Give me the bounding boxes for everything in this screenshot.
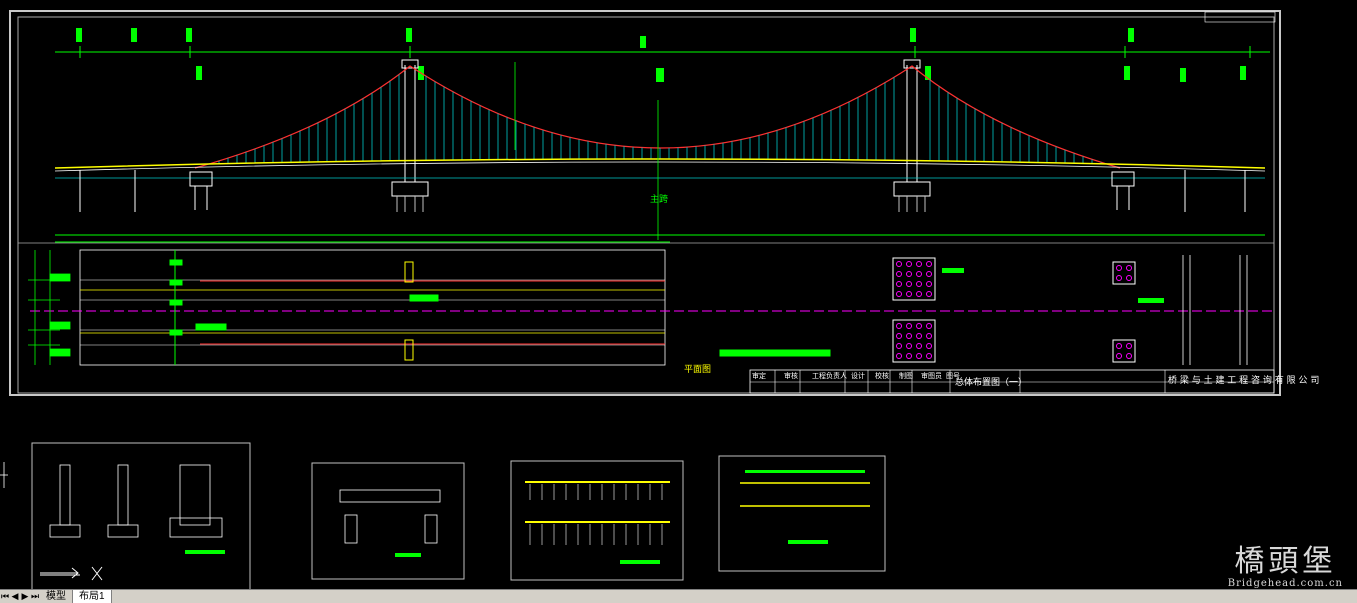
pile-marker bbox=[916, 343, 922, 349]
pile-marker bbox=[906, 291, 912, 297]
pile-marker bbox=[926, 323, 932, 329]
next-tab-button[interactable]: ▶ bbox=[21, 591, 29, 602]
company-name: 桥 梁 与 土 建 工 程 咨 询 有 限 公 司 bbox=[1168, 376, 1320, 386]
pile-marker bbox=[916, 261, 922, 267]
ucs-axis-icon bbox=[40, 566, 103, 581]
viewport-deck-sections[interactable] bbox=[510, 460, 684, 581]
pile-marker bbox=[1126, 343, 1132, 349]
viewport-girder-detail[interactable] bbox=[718, 455, 886, 572]
tab-layout1[interactable]: 布局1 bbox=[73, 590, 112, 603]
title-cell: 审核 bbox=[784, 372, 798, 380]
pile-marker bbox=[1116, 265, 1122, 271]
right-tower bbox=[893, 59, 931, 212]
pile-marker bbox=[906, 323, 912, 329]
pile-marker bbox=[906, 343, 912, 349]
pile-marker bbox=[906, 333, 912, 339]
pile-marker bbox=[896, 261, 902, 267]
title-cell: 校核 bbox=[875, 372, 889, 380]
pile-cap-plan-upper bbox=[892, 257, 936, 301]
pile-marker bbox=[896, 353, 902, 359]
pile-marker bbox=[896, 333, 902, 339]
small-pile-caps bbox=[942, 261, 1164, 363]
title-cell: 审图员 bbox=[921, 372, 942, 380]
pile-marker bbox=[1116, 275, 1122, 281]
watermark-url: Bridgehead.com.cn bbox=[1227, 578, 1343, 589]
pile-marker bbox=[926, 343, 932, 349]
revision-box bbox=[1204, 11, 1276, 23]
pile-marker bbox=[916, 291, 922, 297]
plan-view bbox=[79, 249, 666, 366]
bridge-deck-lower bbox=[54, 161, 1266, 172]
title-block-header: 审定 审核 工程负责人 设计 校核 制图 审图员 图号 bbox=[752, 371, 960, 381]
pile-marker bbox=[926, 281, 932, 287]
first-tab-button[interactable]: ⏮ bbox=[0, 591, 10, 602]
pile-marker bbox=[926, 291, 932, 297]
bridge-deck bbox=[54, 158, 1266, 169]
tab-model[interactable]: 模型 bbox=[40, 590, 73, 603]
top-grid-markers bbox=[76, 28, 1246, 82]
pile-marker bbox=[1116, 343, 1122, 349]
pile-marker bbox=[1126, 353, 1132, 359]
pile-marker bbox=[916, 281, 922, 287]
pile-marker bbox=[916, 353, 922, 359]
watermark: 橋頭堡 Bridgehead.com.cn bbox=[1227, 544, 1343, 590]
viewport-cross-section[interactable] bbox=[311, 462, 465, 580]
pile-marker bbox=[926, 353, 932, 359]
pile-marker bbox=[896, 323, 902, 329]
pile-marker bbox=[906, 281, 912, 287]
title-block bbox=[749, 369, 1275, 394]
pile-marker bbox=[896, 291, 902, 297]
pile-marker bbox=[896, 281, 902, 287]
pile-marker bbox=[1116, 353, 1122, 359]
layout-tab-bar: ⏮ ◀ ▶ ⏭ 模型 布局1 bbox=[0, 589, 1357, 603]
title-cell: 工程负责人 bbox=[812, 372, 847, 380]
main-sheet-inner-frame bbox=[17, 16, 1275, 394]
pile-cap-plan-lower bbox=[892, 319, 936, 363]
drawing-title: 总体布置图（一） bbox=[955, 378, 1028, 388]
pile-marker bbox=[906, 261, 912, 267]
cad-drawing-canvas[interactable] bbox=[0, 0, 1357, 589]
prev-tab-button[interactable]: ◀ bbox=[11, 591, 19, 602]
approach-piers bbox=[79, 170, 1246, 212]
pile-marker bbox=[926, 261, 932, 267]
pile-marker bbox=[926, 333, 932, 339]
pile-markers bbox=[896, 261, 1132, 359]
main-cable bbox=[194, 65, 1121, 169]
last-tab-button[interactable]: ⏭ bbox=[30, 591, 40, 602]
pile-marker bbox=[916, 323, 922, 329]
top-dimension-ticks bbox=[79, 46, 1251, 58]
viewport-tower-details[interactable] bbox=[31, 442, 251, 589]
pile-marker bbox=[896, 343, 902, 349]
pile-marker bbox=[916, 271, 922, 277]
pile-marker bbox=[1126, 265, 1132, 271]
main-sheet-frame bbox=[9, 10, 1281, 396]
pile-marker bbox=[916, 333, 922, 339]
main-span-label: 主跨 bbox=[650, 195, 669, 205]
pile-marker bbox=[926, 271, 932, 277]
plan-view-label: 平面图 bbox=[684, 365, 712, 375]
right-pier-plan bbox=[1182, 255, 1248, 365]
watermark-title: 橋頭堡 bbox=[1234, 544, 1337, 579]
hanger-cables bbox=[209, 74, 1102, 164]
pile-marker bbox=[906, 271, 912, 277]
pile-marker bbox=[1126, 275, 1132, 281]
title-cell: 制图 bbox=[899, 372, 913, 380]
left-tower bbox=[391, 59, 429, 212]
crosshair-cursor bbox=[0, 462, 8, 488]
title-cell: 设计 bbox=[851, 372, 865, 380]
pile-marker bbox=[906, 353, 912, 359]
plan-left-dimensions bbox=[28, 250, 71, 365]
right-anchorage bbox=[1111, 171, 1135, 210]
plan-pier-dimensions bbox=[169, 250, 831, 365]
pile-marker bbox=[896, 271, 902, 277]
title-cell: 审定 bbox=[752, 372, 766, 380]
title-cell: 图号 bbox=[946, 372, 960, 380]
left-anchorage bbox=[189, 171, 213, 210]
